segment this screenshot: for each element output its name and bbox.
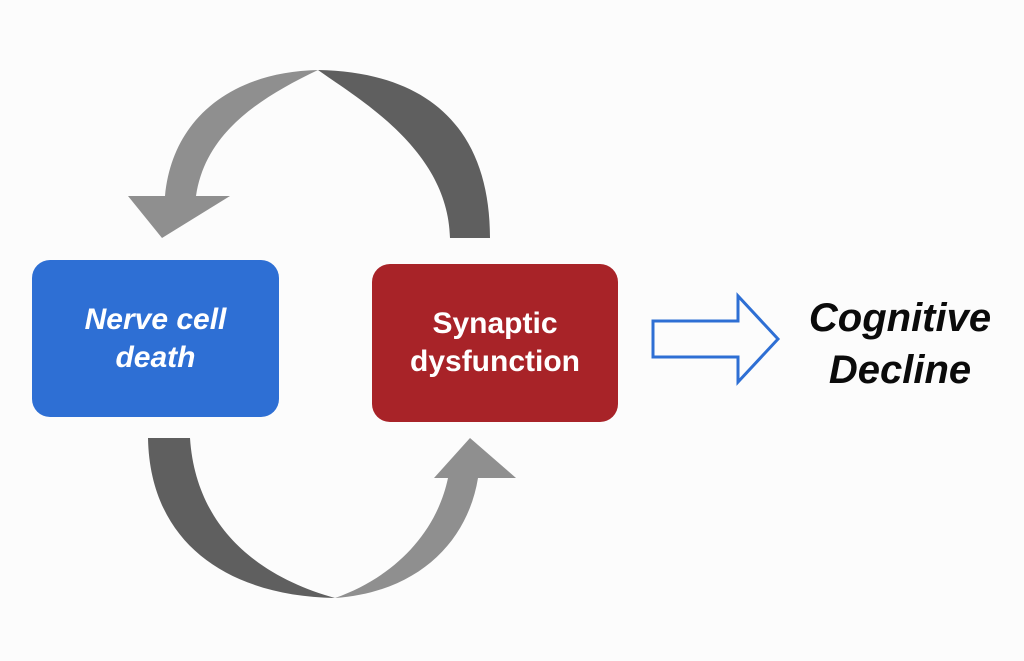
cycle-arrow-bottom-head: [434, 438, 516, 478]
outcome-arrow: [651, 292, 781, 386]
outcome-cognitive-decline: Cognitive Decline: [808, 296, 992, 392]
node-nerve-cell-death: Nerve cell death: [32, 260, 279, 417]
cycle-arrow-bottom: [148, 438, 516, 598]
node-nerve-cell-death-label: Nerve cell death: [84, 302, 227, 374]
cycle-arrow-bottom-dark-band: [148, 438, 335, 598]
cycle-arrow-top-light-band: [165, 70, 318, 196]
node-synaptic-dysfunction: Synaptic dysfunction: [372, 264, 618, 422]
node-synaptic-dysfunction-label: Synaptic dysfunction: [410, 307, 580, 378]
cycle-arrow-top-dark-band: [318, 70, 490, 238]
cycle-arrow-top-head: [128, 196, 230, 238]
cycle-arrow-bottom-light-band: [335, 478, 478, 598]
cycle-arrow-top: [128, 70, 490, 238]
